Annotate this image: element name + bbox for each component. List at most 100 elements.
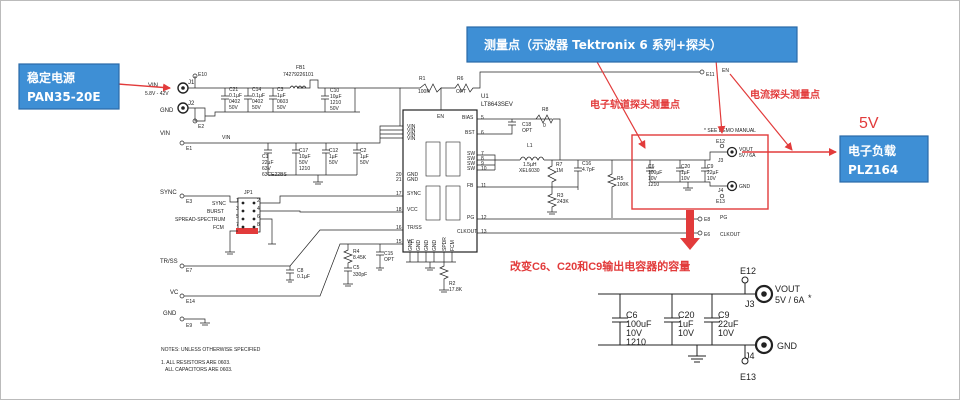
j3-label-small: J3 [718,158,724,164]
r8-value: 0 [543,123,546,129]
u1-bottom-gnd2: GND [416,240,422,252]
c6-val3-main: 1210 [648,182,659,188]
c18-ref: C18 [522,122,531,128]
e3-pad [179,193,185,199]
vout-rating-small: 5V / 6A [739,153,756,159]
c8-ref: C8 [297,268,304,274]
notes-title: NOTES: UNLESS OTHERWISE SPECIFIED [161,347,261,353]
r1-value: 100K [418,89,430,95]
r8-ref: R8 [542,107,549,113]
e8-pad [697,216,703,222]
r3-value: 243K [557,199,569,205]
l1-ref: L1 [527,143,533,149]
u1-pin-sw1: SW [467,151,475,157]
c17-val1: 10µF [299,154,311,160]
l1-value: 1.5µH [523,162,537,168]
r5-value: 100K [617,182,629,188]
u1-pin-gnd1: GND [407,172,419,178]
zoom-c6-val2: 10V [626,328,642,338]
u1-bottom-gnd4: GND [432,240,438,252]
c12-val1: 1µF [329,154,338,160]
e12-pad-small [719,143,725,149]
jp1-pin5: 5 [236,214,239,220]
c5-value: 330pF [353,272,367,278]
u1-num-12: 12 [481,215,487,221]
c8-value: 0.1µF [297,274,310,280]
e9-pad [179,316,185,322]
zoom-e13-label: E13 [740,372,756,382]
c15-ref: C15 [384,251,393,257]
zoom-c20-val1: 1uF [678,319,694,329]
load-model: PLZ164 [848,163,898,177]
clkout-label: CLKOUT [720,232,740,238]
current-probe-label: 电流探头测量点 [750,88,820,101]
zoom-gnd-label: GND [777,341,798,351]
source-model: PAN35-20E [27,90,101,104]
zoom-c9-val1: 22uF [718,319,739,329]
u1-num-11: 11 [481,183,486,189]
u1-num-10: 10 [481,166,487,172]
r4-value: 8.45K [353,255,367,261]
e13-pad-small [719,193,725,199]
e10-label: E10 [198,72,207,78]
terminal-j4-small [726,180,738,192]
e8-label: E8 [704,217,710,223]
zoom-c9-ref: C9 [718,310,730,320]
load-title: 电子负载 [848,143,896,158]
u1-num-5: 5 [481,115,484,121]
source-arrow [117,83,171,92]
u1-num-13: 13 [481,229,487,235]
u1-pin-vcc: VCC [407,207,418,213]
jp1-pin3: 3 [236,206,239,212]
e3-label: E3 [186,199,192,205]
u1-num-17: 17 [396,191,402,197]
gnd-label-small: GND [739,184,751,190]
u1-pin-clkout: CLKOUT [457,229,477,235]
sync-label: SYNC [160,190,177,196]
zoom-c9-val2: 10V [718,328,734,338]
u1-bottom-gnd1: GND [408,240,414,252]
change-caps-label: 改变C6、C20和C9输出电容器的容量 [510,259,690,273]
u1-bottom-pins [406,252,456,271]
c10-ref: C10 [330,88,339,94]
e7-pad [179,263,185,269]
c2-val1: 1µF [360,154,369,160]
l1-part: XEL6030 [519,168,540,174]
u1-bottom-fcm: FCM [450,240,456,251]
measure-arrow [715,59,726,134]
e1-label: E1 [186,146,192,152]
c21-ref: C21 [229,87,238,93]
vin-e1-label: VIN [160,131,170,137]
r5-ref: R5 [617,176,624,182]
zoom-c20-val2: 10V [678,328,694,338]
c14-val2: 0402 [252,99,263,105]
ic-u1 [402,109,478,253]
c20-val1-main: 1µF [681,170,690,176]
c14-val3: 50V [252,105,262,111]
u1-num-18: 18 [396,207,402,213]
jumper-jp1 [236,197,261,234]
zoom-c6-val3: 1210 [626,337,646,347]
u1-pin-vin2: VIN [407,128,416,134]
u1-pin-gnd2: GND [407,177,419,183]
zoom-c6-ref: C6 [626,310,638,320]
c12-val2: 50V [329,160,339,166]
c3-val3: 50V [277,105,287,111]
c3-val2: 0603 [277,99,288,105]
gnd-input-label: GND [160,108,174,114]
e6-pad [697,230,703,236]
u1-part: LT8643SEV [481,102,513,108]
trss-label: TR/SS [160,259,178,265]
u1-num-16: 16 [396,225,402,231]
u1-pin-sw4: SW [467,166,475,172]
vin-range-label: 5.8V - 42V [145,91,169,97]
c10-val3: 50V [330,106,340,112]
en-label: EN [722,68,729,74]
source-title: 稳定电源 [27,70,75,85]
r2-value: 17.8K [449,287,463,293]
u1-pin-vin1: VIN [407,124,416,130]
u1-bottom-gnd3: GND [424,240,430,252]
e7-label: E7 [186,268,192,274]
zoom-c20-ref: C20 [678,310,695,320]
vout-label-small: VOUT [739,147,753,153]
